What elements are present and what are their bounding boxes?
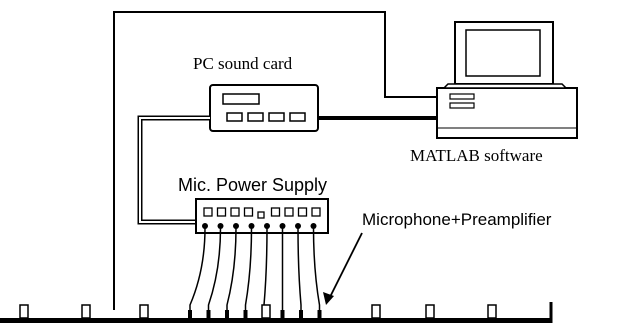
microphone-preamplifier-label: Microphone+Preamplifier xyxy=(362,210,552,229)
microphone xyxy=(280,310,285,318)
power-supply-socket xyxy=(257,211,265,219)
floor-post xyxy=(487,304,497,319)
floor-post xyxy=(19,304,29,319)
microphone xyxy=(299,310,303,318)
power-supply-socket xyxy=(270,207,281,217)
microphone-cable xyxy=(297,227,302,316)
power-supply-socket xyxy=(243,207,254,217)
floor-post xyxy=(425,304,435,319)
microphone xyxy=(188,310,192,318)
microphone xyxy=(243,310,248,318)
floor-post xyxy=(261,304,271,319)
microphone-cable xyxy=(263,227,268,316)
microphone xyxy=(317,310,322,318)
mic-preamp-connector xyxy=(233,223,239,229)
floor-post xyxy=(139,304,149,319)
mic-power-supply-unit xyxy=(195,198,329,234)
mic-preamp-connector xyxy=(264,223,270,229)
mic-power-supply-label: Mic. Power Supply xyxy=(178,175,327,195)
mic-preamp-connector xyxy=(248,223,255,229)
microphone xyxy=(225,310,229,318)
floor-post xyxy=(371,304,381,319)
floor-rail xyxy=(0,318,552,323)
microphone-cable xyxy=(312,227,321,316)
power-supply-socket xyxy=(216,207,227,217)
pc-cable xyxy=(113,11,437,310)
power-supply-socket xyxy=(297,207,308,217)
pc-computer xyxy=(436,21,578,139)
mic-preamp-connector xyxy=(279,223,286,229)
matlab-software-label: MATLAB software xyxy=(410,146,543,165)
pc-sound-card-label: PC sound card xyxy=(193,54,293,73)
floor-post xyxy=(81,304,91,319)
microphone-pointer-arrow xyxy=(329,232,363,298)
sound-card-button xyxy=(247,112,264,122)
sound-card-button xyxy=(226,112,243,122)
power-supply-socket xyxy=(284,207,294,217)
power-supply-socket xyxy=(311,207,321,217)
microphone xyxy=(206,310,211,318)
sound-card-button xyxy=(289,112,306,122)
mic-preamp-connector xyxy=(310,223,317,229)
microphone-cable xyxy=(207,227,222,316)
microphone-cable xyxy=(226,227,237,316)
mic-preamp-connector xyxy=(295,223,301,229)
sound-card-unit xyxy=(209,84,319,132)
mic-preamp-connector xyxy=(202,223,208,229)
power-supply-socket xyxy=(230,207,240,217)
microphone-cable xyxy=(189,227,206,316)
microphone-cable xyxy=(244,227,253,316)
power-supply-socket xyxy=(203,207,213,217)
sound-card-button xyxy=(268,112,285,122)
mic-preamp-connector xyxy=(217,223,224,229)
